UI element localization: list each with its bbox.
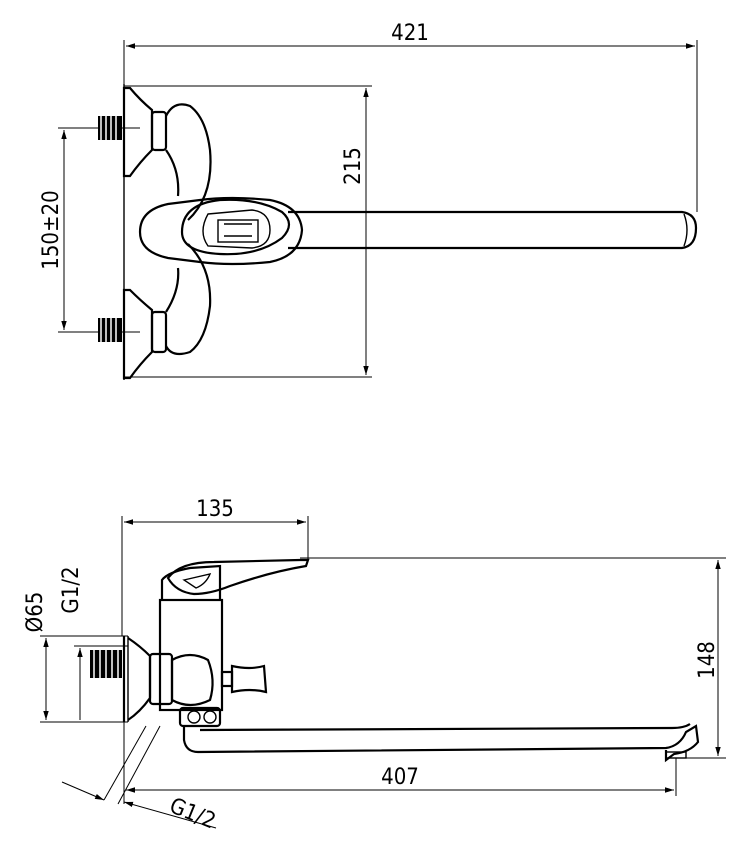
side-view: 135 148 Ø65 G1/2 bbox=[23, 497, 726, 834]
label-handle-length: 135 bbox=[196, 497, 234, 522]
side-lever bbox=[166, 558, 310, 596]
dimension-inlet-spacing: 150±20 bbox=[39, 127, 140, 333]
upper-inlet bbox=[98, 86, 168, 178]
dimension-diameter: Ø65 bbox=[23, 592, 128, 723]
top-view: 421 215 150±20 bbox=[39, 21, 698, 380]
label-overall-length: 421 bbox=[391, 21, 429, 46]
dimension-height: 215 bbox=[341, 88, 369, 375]
dimension-side-height: 148 bbox=[300, 557, 726, 759]
lever-handle bbox=[180, 198, 291, 256]
diverter-knob bbox=[220, 664, 268, 694]
eccentric-body bbox=[165, 103, 212, 356]
label-side-height: 148 bbox=[695, 641, 720, 679]
dimension-handle-length: 135 bbox=[121, 497, 309, 636]
dimension-spout-length: 407 bbox=[126, 758, 677, 796]
dimension-thread-bottom: G1/2 bbox=[61, 725, 219, 835]
label-thread-top: G1/2 bbox=[59, 566, 84, 613]
dimension-thread-top: G1/2 bbox=[59, 566, 128, 720]
label-spout-length: 407 bbox=[381, 765, 419, 790]
label-inlet-spacing: 150±20 bbox=[39, 190, 64, 270]
side-spout bbox=[182, 724, 700, 763]
spout-arm bbox=[288, 210, 698, 250]
label-height: 215 bbox=[341, 147, 366, 185]
label-thread-bottom: G1/2 bbox=[166, 794, 219, 835]
mixer-body bbox=[138, 196, 304, 266]
lower-inlet bbox=[98, 288, 168, 380]
label-diameter: Ø65 bbox=[23, 592, 48, 633]
side-body bbox=[158, 598, 224, 712]
dimension-overall-length: 421 bbox=[123, 21, 698, 212]
